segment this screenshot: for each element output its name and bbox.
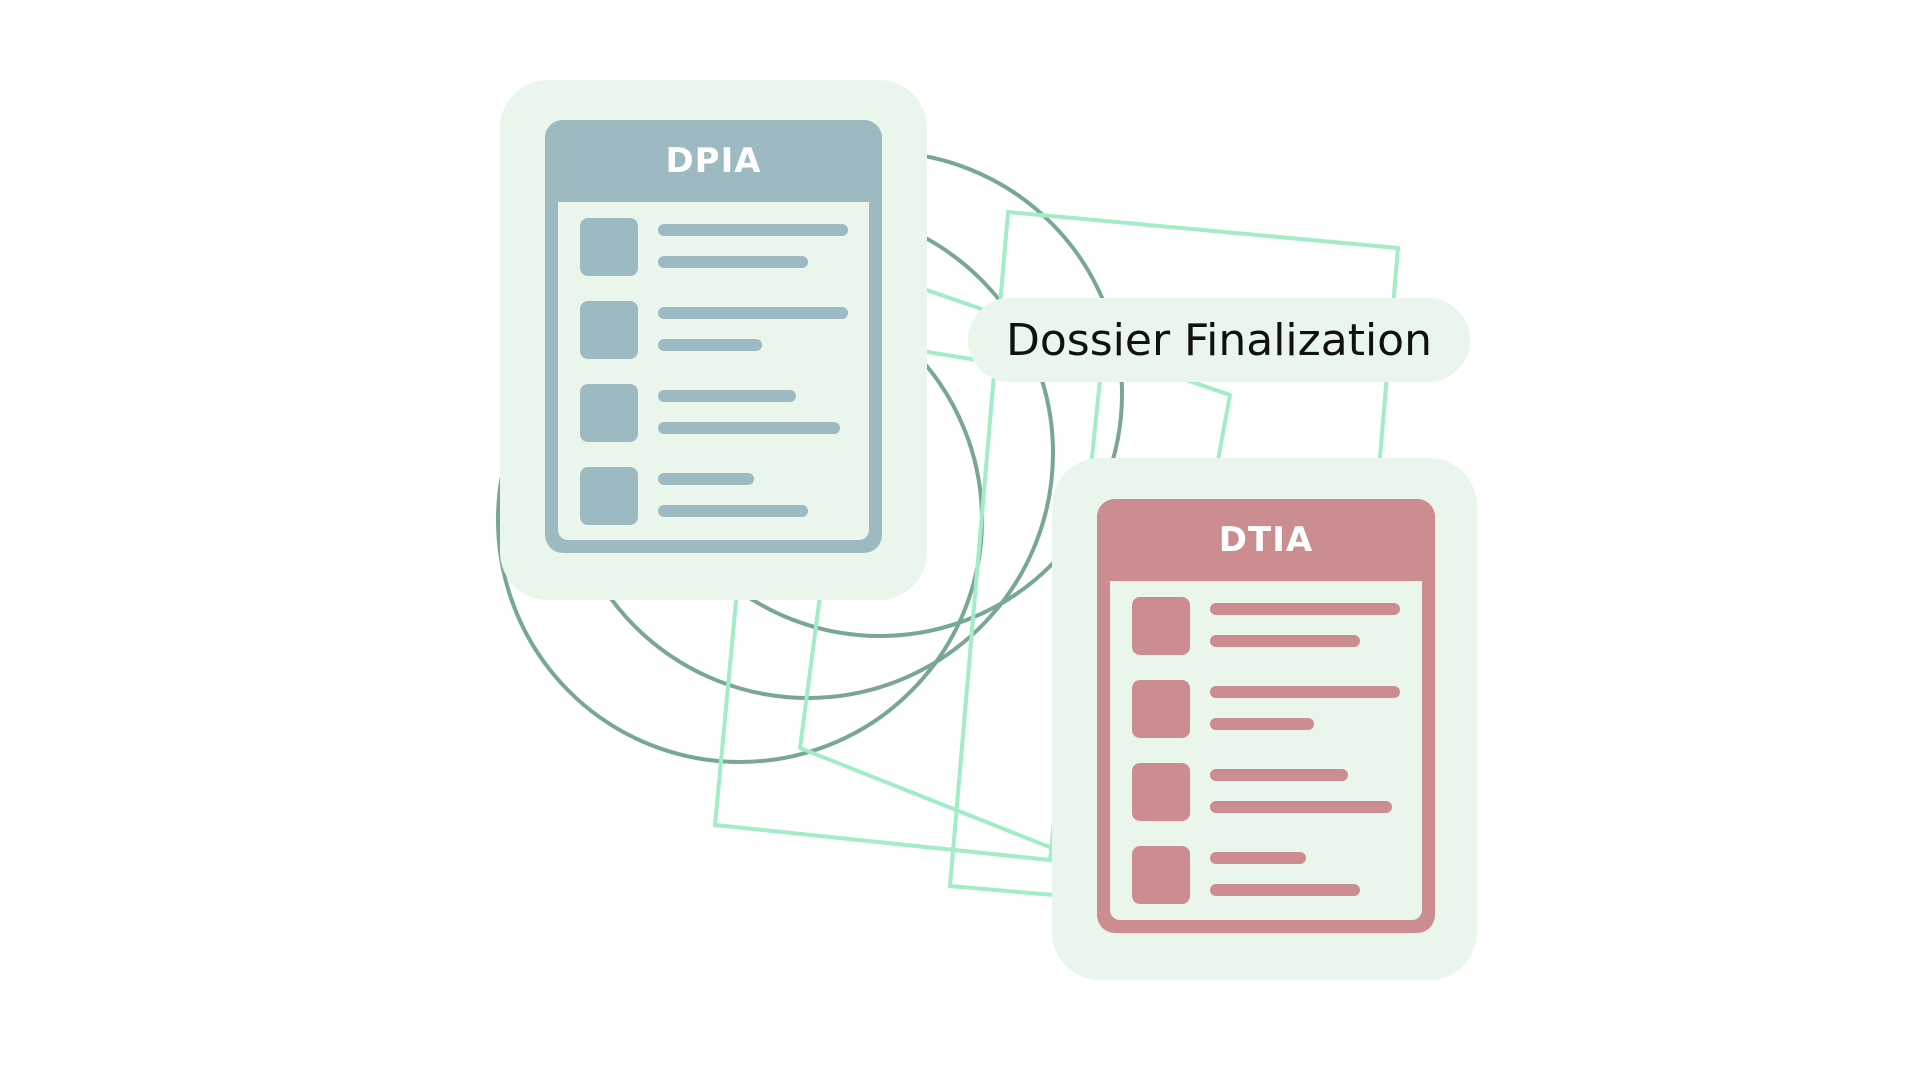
text-line — [658, 256, 808, 268]
list-item — [1132, 763, 1432, 821]
text-line — [1210, 718, 1314, 730]
checkbox-icon — [580, 218, 638, 276]
dpia-document-icon: DPIA — [545, 120, 882, 553]
dtia-document-icon: DTIA — [1097, 499, 1435, 933]
text-line — [658, 422, 840, 434]
checkbox-icon — [580, 384, 638, 442]
list-item — [580, 301, 880, 359]
checkbox-icon — [580, 301, 638, 359]
list-item — [580, 218, 880, 276]
text-line — [658, 339, 762, 351]
text-line — [658, 505, 808, 517]
text-line — [658, 390, 796, 402]
text-line — [1210, 884, 1360, 896]
checkbox-icon — [1132, 763, 1190, 821]
text-line — [658, 307, 848, 319]
dtia-title: DTIA — [1097, 499, 1435, 581]
list-item — [580, 467, 880, 525]
dossier-finalization-label: Dossier Finalization — [968, 298, 1470, 382]
dpia-title: DPIA — [545, 120, 882, 202]
checkbox-icon — [1132, 680, 1190, 738]
list-item — [580, 384, 880, 442]
list-item — [1132, 680, 1432, 738]
text-line — [1210, 635, 1360, 647]
dtia-body — [1110, 581, 1422, 920]
dpia-body — [558, 202, 869, 540]
text-line — [1210, 686, 1400, 698]
list-item — [1132, 846, 1432, 904]
checkbox-icon — [580, 467, 638, 525]
text-line — [658, 473, 754, 485]
text-line — [658, 224, 848, 236]
text-line — [1210, 769, 1348, 781]
text-line — [1210, 603, 1400, 615]
text-line — [1210, 852, 1306, 864]
checkbox-icon — [1132, 597, 1190, 655]
list-item — [1132, 597, 1432, 655]
checkbox-icon — [1132, 846, 1190, 904]
text-line — [1210, 801, 1392, 813]
